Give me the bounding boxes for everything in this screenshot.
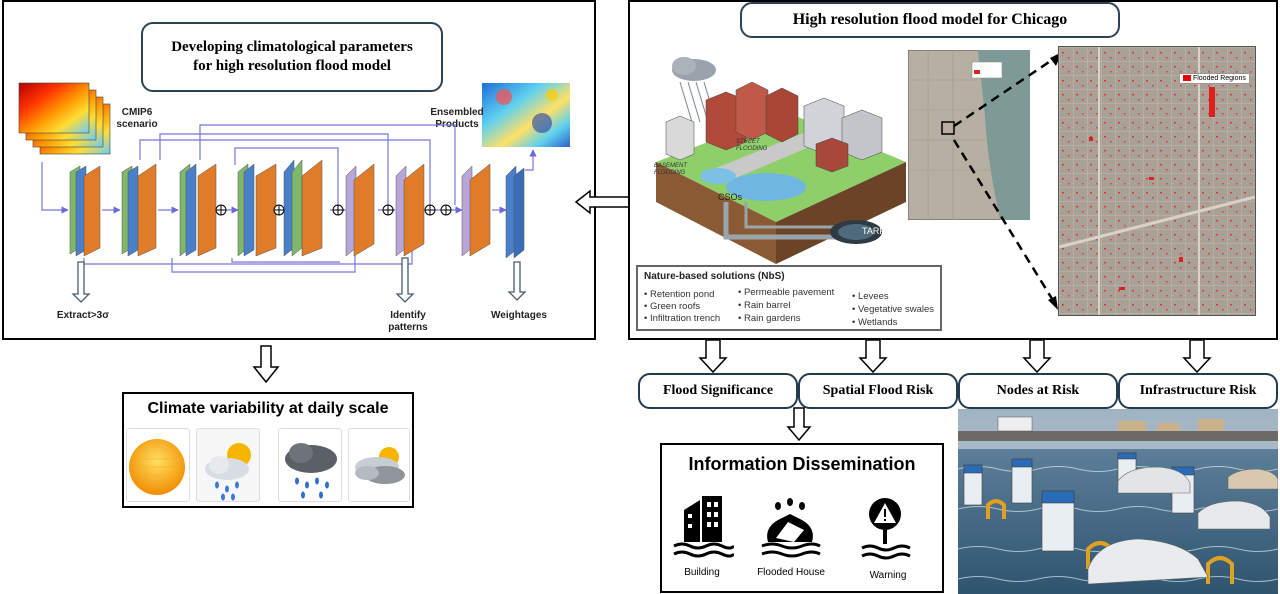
ensembled-line-2: Products (435, 119, 479, 130)
warning-label: Warning (869, 570, 907, 581)
ensembled-products-map (482, 83, 570, 147)
infrastructure-risk-pill: Infrastructure Risk (1118, 373, 1278, 409)
nbs-rain-barrel: • Rain barrel (738, 300, 791, 311)
dissemination-title: Information Dissemination (688, 454, 916, 474)
nbs-text: Rain gardens (743, 313, 801, 324)
nbs-retention-pond: • Retention pond (644, 289, 715, 300)
zoom-arrows (952, 52, 1062, 310)
flooded-map-texture (1059, 47, 1255, 315)
basement-line-2: FLOODING (654, 170, 686, 176)
flood-significance-pill: Flood Significance (638, 373, 798, 409)
nbs-levees: • Levees (852, 291, 889, 302)
title-line-2: for high resolution flood model (193, 58, 391, 74)
title-line-1: Developing climatological parameters (171, 39, 413, 55)
csos-label: CSOs (718, 192, 743, 202)
nbs-vegetative-swales: • Vegetative swales (852, 304, 935, 315)
identify-line-1: Identify (390, 310, 426, 321)
flooded-gas-station-illustration (958, 409, 1278, 594)
neural-network-diagram (41, 124, 537, 303)
flooded-regions-map: Flooded Regions (1058, 46, 1256, 316)
street-line-2: FLOODING (736, 146, 768, 152)
ensembled-line-1: Ensembled (430, 107, 484, 118)
nbs-text: Rain barrel (743, 300, 791, 311)
urban-flood-scene (656, 57, 906, 264)
down-arrow-climate (252, 345, 280, 384)
heavy-rain-icon (278, 428, 342, 502)
down-arrow-dissemination (786, 407, 812, 442)
nbs-text: Levees (857, 291, 889, 302)
building-icon (673, 496, 734, 558)
nbs-text: Wetlands (857, 317, 898, 328)
cmip6-label: CMIP6 scenario (112, 107, 162, 131)
nbs-permeable-pavement: • Permeable pavement (738, 287, 835, 298)
nbs-green-roofs: • Green roofs (644, 301, 701, 312)
map-legend: Flooded Regions (1179, 73, 1250, 84)
nbs-text: Vegetative swales (857, 304, 935, 315)
basement-line-1: BASEMENT (654, 163, 688, 169)
flooded-house-icon (761, 498, 821, 558)
cmip6-line-2: scenario (116, 119, 158, 130)
climate-variability-title: Climate variability at daily scale (147, 400, 389, 417)
weightages-label: Weightages (491, 310, 547, 321)
nbs-infiltration-trench: • Infiltration trench (644, 313, 721, 324)
climate-parameters-title: Developing climatological parameters for… (141, 22, 443, 92)
chicago-flood-title: High resolution flood model for Chicago (740, 2, 1120, 38)
flooded-house-label: Flooded House (757, 567, 825, 578)
cmip6-line-1: CMIP6 (121, 107, 153, 118)
spatial-flood-risk-pill: Spatial Flood Risk (798, 373, 958, 409)
street-flooding-label: STREET FLOODING (736, 139, 767, 153)
extract-label: Extract>3σ (56, 310, 110, 321)
nbs-text: Retention pond (649, 289, 715, 300)
cmip6-heatmap-stack (18, 82, 111, 155)
legend-swatch (1183, 75, 1191, 82)
cloudy-sun-icon (348, 428, 410, 502)
nbs-text: Infiltration trench (649, 313, 721, 324)
identify-line-2: patterns (388, 322, 428, 333)
nbs-text: Permeable pavement (743, 287, 835, 298)
warning-icon (861, 498, 911, 560)
identify-patterns-label: Identify patterns (378, 310, 438, 334)
output-down-arrows (698, 339, 1212, 374)
legend-text: Flooded Regions (1192, 75, 1246, 82)
nbs-box (636, 265, 942, 331)
tarp-label: TARP (862, 226, 886, 236)
chicago-overview-map (908, 50, 1030, 220)
nbs-rain-gardens: • Rain gardens (738, 313, 801, 324)
building-label: Building (684, 567, 720, 578)
nbs-wetlands: • Wetlands (852, 317, 898, 328)
street-line-1: STREET (736, 139, 760, 145)
nbs-title: Nature-based solutions (NbS) (644, 271, 785, 282)
ensembled-label: Ensembled Products (422, 107, 492, 131)
basement-flooding-label: BASEMENT FLOODING (654, 163, 687, 177)
nbs-text: Green roofs (649, 301, 701, 312)
sun-icon (126, 428, 190, 502)
nodes-at-risk-pill: Nodes at Risk (958, 373, 1118, 409)
sun-rain-icon (196, 428, 260, 502)
